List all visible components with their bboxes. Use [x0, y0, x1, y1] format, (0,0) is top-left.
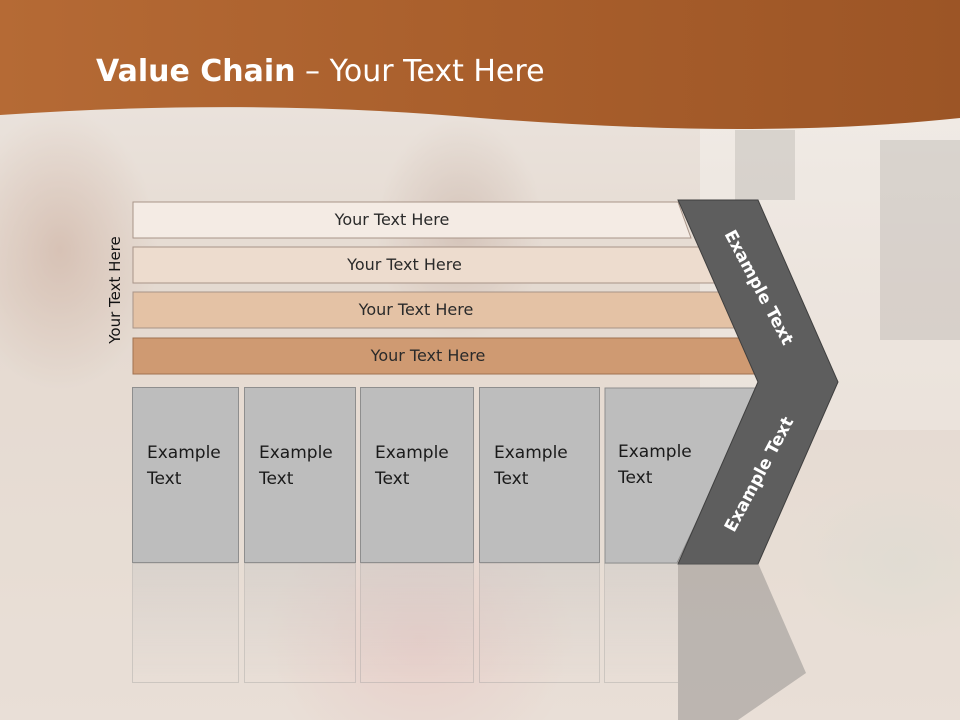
- header-band: [0, 0, 960, 129]
- reflection-box: [360, 563, 474, 683]
- reflection-box: [132, 563, 239, 683]
- title-bold: Value Chain: [96, 54, 296, 89]
- box-line-1: Example: [494, 443, 568, 463]
- reflection-box: [604, 563, 694, 683]
- example-box-2[interactable]: Example Text: [244, 387, 356, 563]
- box-line-1: Example: [618, 442, 692, 462]
- box-line-1: Example: [259, 443, 333, 463]
- title-rest: – Your Text Here: [295, 54, 545, 89]
- example-box-3[interactable]: Example Text: [360, 387, 474, 563]
- side-label-text: Your Text Here: [106, 236, 124, 344]
- value-bar-label: Your Text Here: [358, 299, 474, 319]
- page-title: Value Chain – Your Text Here: [96, 54, 545, 89]
- reflection-box: [244, 563, 356, 683]
- box-line-2: Text: [147, 469, 182, 489]
- box-line-2: Text: [259, 469, 294, 489]
- value-bar-3[interactable]: Your Text Here: [132, 291, 740, 329]
- value-bar-4[interactable]: Your Text Here: [132, 337, 764, 375]
- box-line-2: Text: [375, 469, 410, 489]
- box-line-1: Example: [147, 443, 221, 463]
- box-line-2: Text: [618, 468, 653, 488]
- example-box-4[interactable]: Example Text: [479, 387, 600, 563]
- value-bar-2[interactable]: Your Text Here: [132, 246, 717, 284]
- background-window: [735, 130, 795, 200]
- value-bar-label: Your Text Here: [334, 209, 450, 229]
- value-bar-1[interactable]: Your Text Here: [132, 201, 692, 239]
- reflection-chevron: [678, 563, 806, 720]
- reflection-box: [479, 563, 600, 683]
- value-bar-label: Your Text Here: [370, 345, 486, 365]
- box-line-2: Text: [494, 469, 529, 489]
- reflection: [0, 563, 960, 720]
- value-bar-label: Your Text Here: [347, 254, 462, 274]
- background-window: [880, 140, 960, 340]
- value-chevron[interactable]: Example Text Example Text: [670, 198, 845, 568]
- example-box-1[interactable]: Example Text: [132, 387, 239, 563]
- box-line-1: Example: [375, 443, 449, 463]
